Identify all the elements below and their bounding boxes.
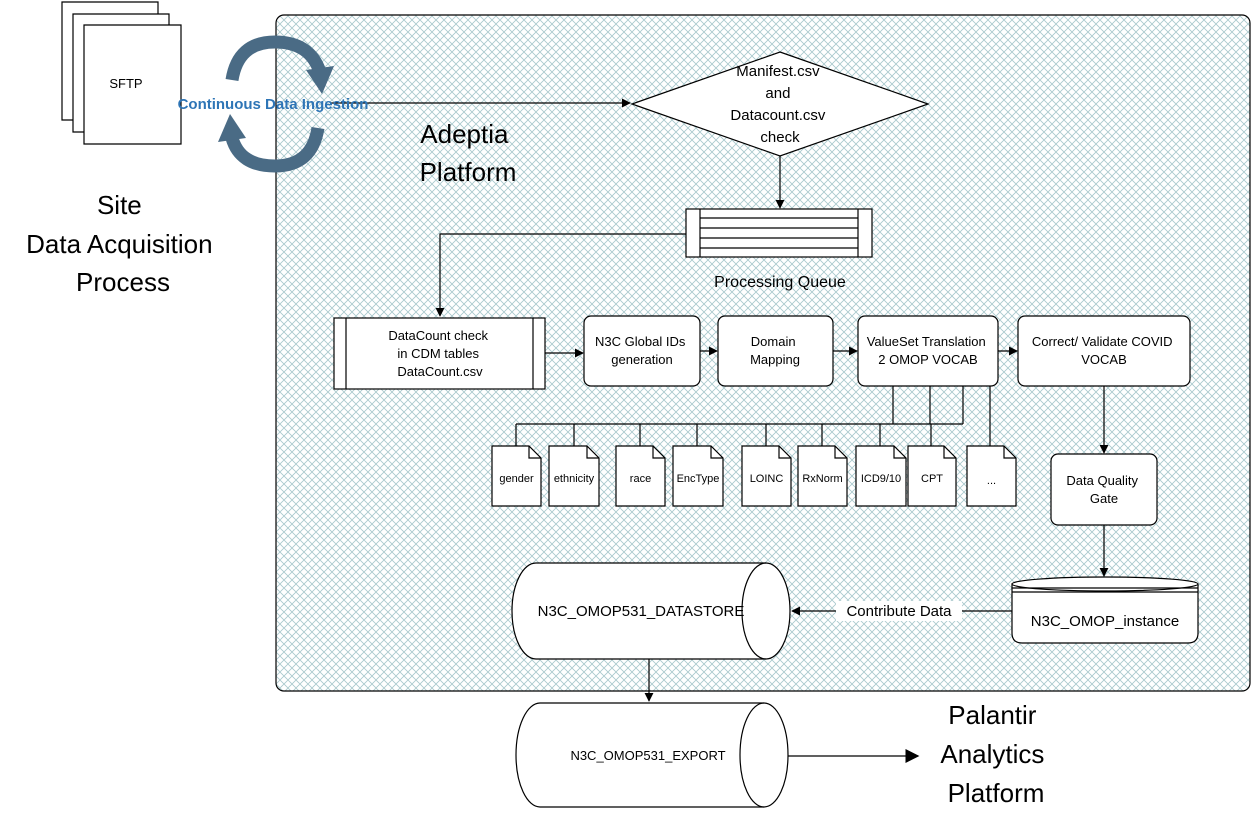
processing-queue-label: Processing Queue — [714, 274, 846, 291]
site-title: Site Data Acquisition Process — [26, 190, 220, 297]
manifest-check-decision: Manifest.csv and Datacount.csv check — [630, 51, 930, 157]
svg-text:ValueSet Translation 2 O: ValueSet Translation 2 OMOP VOCAB — [867, 334, 990, 367]
svg-text:N3C Global IDs generatio: N3C Global IDs generation — [595, 334, 689, 367]
svg-text:N3C_OMOP531_DATASTORE: N3C_OMOP531_DATASTORE — [538, 603, 745, 620]
vocab-file-8: ... — [966, 445, 1017, 507]
vocab-file-label: RxNorm — [802, 473, 842, 485]
vocab-file-label: ... — [987, 475, 996, 487]
data-quality-gate-process: Data Quality Gate — [1050, 453, 1158, 526]
vocab-file-4: LOINC — [741, 445, 792, 507]
sftp-documents: SFTP — [61, 1, 182, 145]
ingestion-label: Continuous Data Ingestion — [178, 96, 369, 113]
export-database: N3C_OMOP531_EXPORT — [515, 702, 789, 808]
svg-text:N3C_OMOP_instance: N3C_OMOP_instance — [1031, 613, 1179, 630]
vocab-file-5: RxNorm — [797, 445, 848, 507]
datastore-database: N3C_OMOP531_DATASTORE — [511, 562, 791, 660]
cycle-arrows-icon — [218, 35, 334, 173]
vocab-file-label: ICD9/10 — [861, 473, 901, 485]
sftp-label: SFTP — [109, 76, 142, 91]
edge-queue-to-datacount — [435, 233, 686, 317]
vocab-file-label: gender — [499, 473, 534, 485]
vocab-file-6: ICD9/10 — [855, 445, 907, 507]
vocab-file-2: race — [615, 445, 666, 507]
vocab-file-label: CPT — [921, 473, 943, 485]
svg-text:DataCount check in CDM t: DataCount check in CDM tables DataCount.… — [388, 328, 491, 379]
omop-instance-database: N3C_OMOP_instance — [1011, 576, 1199, 644]
svg-text:Correct/ Validate COVID: Correct/ Validate COVID VOCAB — [1032, 334, 1176, 367]
vocab-files: gender ethnicity race EncType LOINC RxNorm ICD… — [491, 445, 1017, 507]
datacount-check-process: DataCount check in CDM tables DataCount.… — [333, 317, 546, 390]
vocab-file-1: ethnicity — [548, 445, 600, 507]
svg-text:Data Quality Gate: Data Quality Gate — [1066, 473, 1141, 506]
vocab-file-label: ethnicity — [554, 473, 595, 485]
domain-mapping-process: Domain Mapping — [717, 315, 834, 387]
svg-text:Domain Mapping: Domain Mapping — [750, 334, 800, 367]
svg-text:N3C_OMOP531_EXPORT: N3C_OMOP531_EXPORT — [570, 748, 725, 763]
palantir-title: Palantir Analytics Platform — [940, 700, 1051, 808]
svg-text:Manifest.csv and D: Manifest.csv and Datacount.csv check — [730, 63, 829, 146]
processing-queue: Processing Queue — [685, 208, 873, 291]
global-ids-process: N3C Global IDs generation — [583, 315, 701, 387]
vocab-file-7: CPT — [907, 445, 957, 507]
valueset-translation-process: ValueSet Translation 2 OMOP VOCAB — [857, 315, 999, 387]
platform-title: Adeptia Platform — [420, 119, 517, 187]
vocab-file-label: race — [630, 473, 651, 485]
covid-vocab-process: Correct/ Validate COVID VOCAB — [1017, 315, 1191, 387]
contribute-label: Contribute Data — [846, 603, 952, 620]
contribute-label-bg — [836, 601, 962, 621]
vocab-file-label: LOINC — [750, 473, 784, 485]
vocab-connector-lines — [515, 386, 991, 446]
vocab-file-0: gender — [491, 445, 542, 507]
vocab-file-3: EncType — [672, 445, 724, 507]
vocab-file-label: EncType — [677, 473, 720, 485]
